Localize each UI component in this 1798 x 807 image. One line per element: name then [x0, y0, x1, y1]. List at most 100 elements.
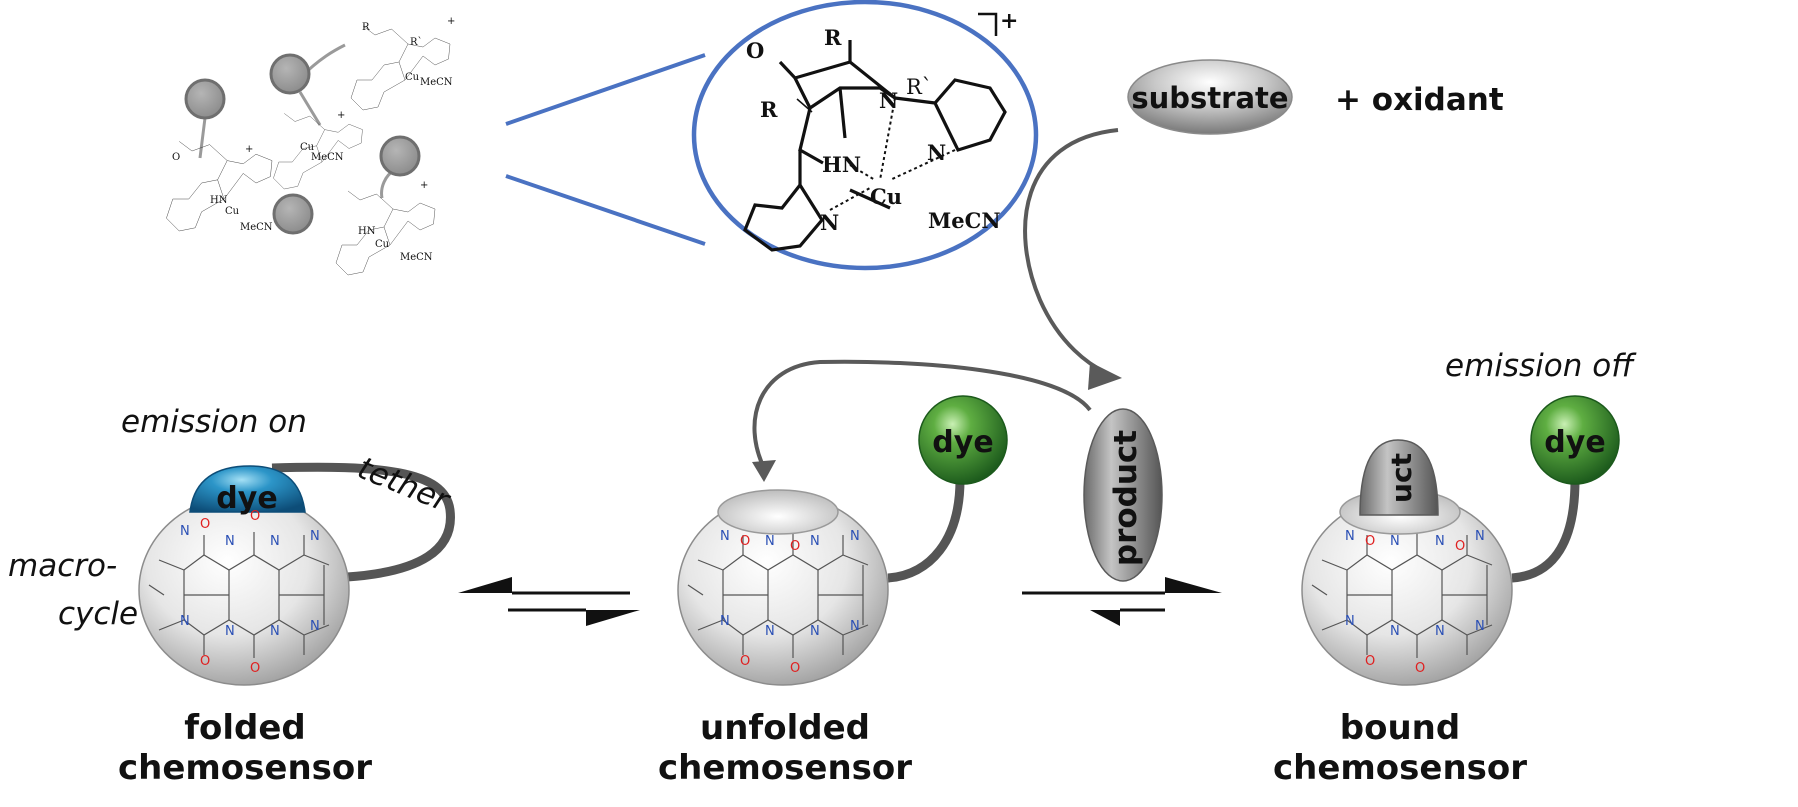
complex-cluster: R R` Cu MeCN + O HN Cu MeCN + Cu MeCN + … [166, 16, 455, 276]
svg-text:N: N [180, 524, 190, 539]
zoom-circle [691, 0, 1039, 271]
svg-text:+: + [337, 110, 345, 121]
svg-text:N: N [310, 619, 320, 634]
svg-text:N: N [225, 624, 235, 639]
folded-dye-label: dye [216, 481, 277, 516]
folded-caption-line1: folded [184, 708, 306, 748]
bead-2 [269, 53, 311, 95]
emission-on-label: emission on [121, 404, 307, 440]
svg-text:O: O [790, 539, 800, 554]
unfolded-caption-line2: chemosensor [657, 748, 913, 788]
bound-tether [1511, 460, 1580, 583]
svg-text:HN: HN [822, 152, 861, 177]
svg-text:N: N [927, 140, 946, 165]
svg-text:O: O [1455, 539, 1465, 554]
unfolded-caption-line1: unfolded [700, 708, 870, 748]
bound-caption-line2: chemosensor [1272, 748, 1528, 788]
folded-chemosensor: dye N N N N N N N N O O O O [138, 462, 455, 686]
svg-text:MeCN: MeCN [311, 152, 344, 163]
svg-text:O: O [200, 654, 210, 669]
unfolded-dye-sphere [918, 395, 1008, 485]
svg-text:Cu: Cu [405, 72, 420, 83]
reaction-arrows [752, 128, 1119, 471]
svg-text:R: R [824, 25, 842, 50]
svg-text:N: N [720, 529, 730, 544]
bound-atom-labels: N N N N N N N N O O O O [1345, 529, 1485, 676]
svg-text:N: N [850, 529, 860, 544]
complex-bonds [743, 40, 1007, 252]
tether-loop [271, 462, 455, 582]
svg-text:R`: R` [410, 37, 423, 48]
svg-text:+: + [1000, 8, 1018, 34]
svg-text:N: N [1345, 614, 1355, 629]
svg-text:Cu: Cu [300, 142, 315, 153]
bead-1 [184, 78, 226, 120]
svg-text:N: N [765, 534, 775, 549]
svg-text:O: O [740, 534, 750, 549]
oxidant-label: + oxidant [1335, 82, 1504, 118]
svg-text:N: N [1475, 619, 1485, 634]
svg-text:Cu: Cu [870, 184, 902, 209]
folded-caption-line2: chemosensor [117, 748, 373, 788]
svg-text:N: N [1475, 529, 1485, 544]
mini-complex-drawings [166, 25, 451, 276]
svg-text:N: N [765, 624, 775, 639]
svg-text:HN: HN [358, 226, 376, 237]
bound-caption: bound chemosensor [1245, 708, 1555, 788]
substrate-to-product-arrow [1023, 128, 1119, 374]
open-cavity [717, 489, 839, 535]
svg-text:R: R [760, 97, 778, 122]
svg-text:N: N [810, 534, 820, 549]
unfolded-chemosensor: dye N N N N N N N N O O O O [677, 395, 1008, 686]
svg-text:MeCN: MeCN [400, 252, 433, 263]
svg-text:N: N [270, 624, 280, 639]
svg-text:N: N [1390, 534, 1400, 549]
svg-text:O: O [740, 654, 750, 669]
svg-text:Cu: Cu [375, 239, 390, 250]
macrocycle-label-line1: macro- [8, 548, 118, 584]
svg-text:O: O [746, 38, 764, 63]
svg-text:MeCN: MeCN [928, 208, 1001, 233]
zoom-lines [505, 53, 706, 246]
svg-text:N: N [270, 534, 280, 549]
arrowhead-2 [752, 460, 776, 482]
unfolded-caption: unfolded chemosensor [620, 708, 950, 788]
svg-text:N: N [820, 210, 839, 235]
bound-product-fragment [1359, 439, 1439, 516]
bound-product-label: uct [1385, 453, 1418, 503]
bead-3 [379, 135, 421, 177]
unfolded-dye-label: dye [932, 425, 993, 460]
bound-caption-line1: bound [1339, 708, 1461, 748]
equilibrium-right [1022, 577, 1222, 626]
svg-text:N: N [879, 88, 898, 113]
svg-text:N: N [1435, 624, 1445, 639]
svg-text:N: N [1435, 534, 1445, 549]
svg-text:O: O [250, 509, 260, 524]
svg-text:R: R [362, 22, 370, 33]
svg-text:Cu: Cu [225, 206, 240, 217]
substrate: substrate [1127, 59, 1293, 135]
emission-off-label: emission off [1445, 348, 1634, 384]
bead-4 [272, 193, 314, 235]
bound-dye-sphere [1530, 395, 1620, 485]
unfolded-tether [887, 460, 965, 583]
svg-text:O: O [1415, 661, 1425, 676]
svg-text:+: + [245, 144, 253, 155]
svg-text:N: N [225, 534, 235, 549]
equilibrium-left [458, 577, 640, 626]
folded-atom-labels: N N N N N N N N O O O O [180, 509, 320, 676]
svg-text:N: N [180, 614, 190, 629]
svg-text:O: O [200, 517, 210, 532]
svg-text:N: N [1345, 529, 1355, 544]
svg-text:N: N [850, 619, 860, 634]
arrowhead-1 [1088, 362, 1122, 390]
svg-text:+: + [420, 180, 428, 191]
svg-text:N: N [1390, 624, 1400, 639]
svg-text:MeCN: MeCN [240, 222, 273, 233]
charge-bracket: + [978, 8, 1018, 36]
svg-text:N: N [310, 529, 320, 544]
complex-atoms: O R R N R` N HN Cu MeCN N [746, 25, 1001, 235]
svg-text:+: + [447, 16, 455, 27]
